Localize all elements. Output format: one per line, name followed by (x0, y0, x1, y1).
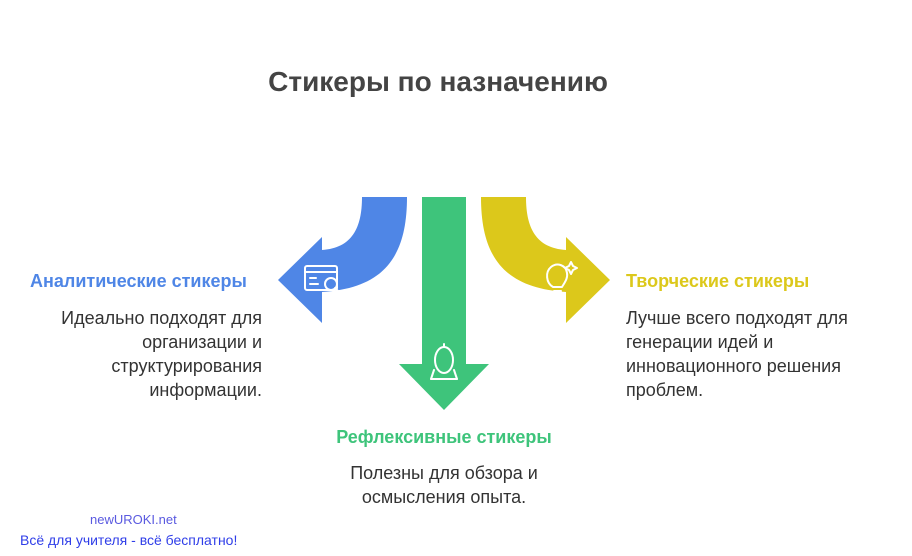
analytic-label: Аналитические стикеры (30, 271, 247, 291)
creative-description-line: инновационного решения (626, 356, 841, 376)
watermark-slogan: Всё для учителя - всё бесплатно! (20, 532, 238, 548)
lightbulb-icon (546, 261, 578, 296)
reflexive-description: Полезны для обзора и осмысления опыта. (244, 461, 644, 509)
analytic-description-line: информации. (149, 380, 262, 400)
reflexive-label: Рефлексивные стикеры (336, 427, 552, 447)
creative-description: Лучше всего подходят для генерации идей … (626, 306, 848, 402)
reflexive-description-line: осмысления опыта. (361, 487, 527, 507)
creative-description-line: Лучше всего подходят для (626, 308, 848, 328)
analytic-description-line: Идеально подходят для (61, 308, 262, 328)
reflexive-description-line: Полезны для обзора и (350, 463, 538, 483)
analytic-arrow (278, 197, 407, 323)
reflexive-arrow (399, 197, 489, 410)
watermark-site: newUROKI.net (90, 512, 177, 527)
page-title: Стикеры по назначению (268, 66, 608, 97)
analytic-description-line: структурирования (111, 356, 262, 376)
analytic-description-line: организации и (142, 332, 262, 352)
mirror-icon (430, 343, 458, 380)
creative-description-line: проблем. (626, 380, 704, 400)
search-document-icon (304, 265, 342, 295)
analytic-description: Идеально подходят для организации и стру… (61, 306, 262, 402)
creative-label: Творческие стикеры (626, 271, 810, 291)
creative-description-line: генерации идей и (626, 332, 774, 352)
creative-arrow (481, 197, 610, 323)
